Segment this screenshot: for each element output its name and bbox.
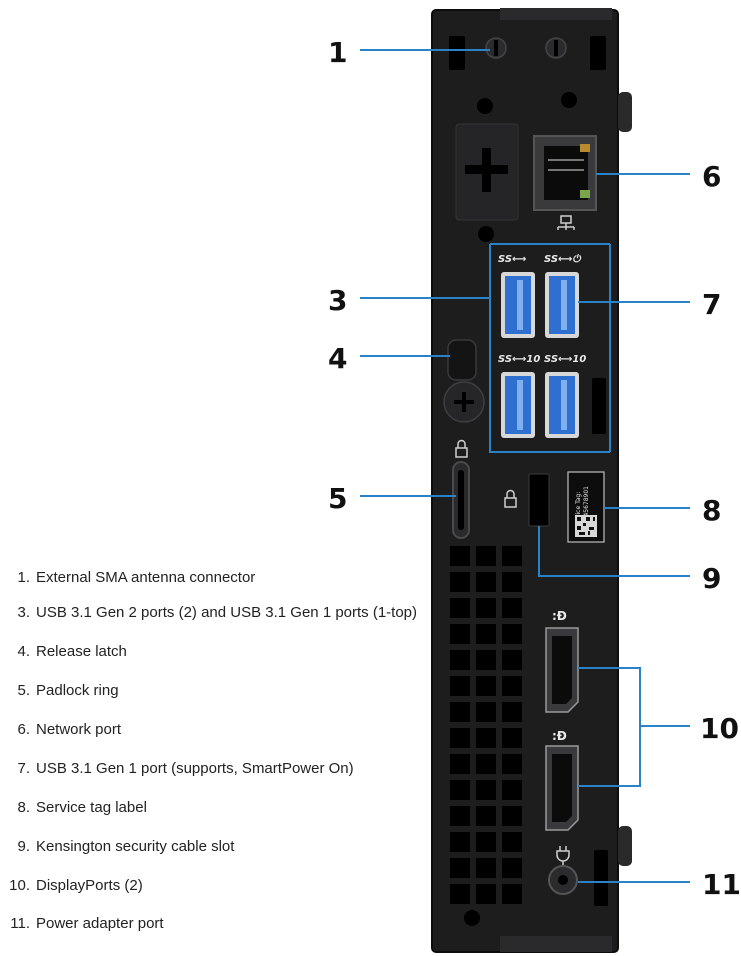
legend-text: External SMA antenna connector: [36, 569, 256, 586]
legend-text: Padlock ring: [36, 682, 119, 699]
legend-text: USB 3.1 Gen 1 port (supports, SmartPower…: [36, 760, 354, 777]
kensington-lock-icon: [504, 489, 517, 508]
network-port: [533, 135, 597, 230]
legend-item: 4. Release latch: [8, 643, 127, 660]
svg-text::Ð: :Ð: [552, 609, 567, 623]
padlock-ring: [452, 439, 470, 539]
callout-11: 11: [702, 868, 741, 901]
legend-num: 8.: [17, 799, 30, 816]
legend-item: 7. USB 3.1 Gen 1 port (supports, SmartPow…: [8, 760, 354, 777]
usb-label-3: SS⟷10: [498, 354, 540, 365]
displayport-1: [545, 627, 579, 713]
legend-num: 3.: [17, 604, 30, 621]
service-tag-number: 12345678901: [583, 486, 590, 528]
usb-label-2: SS⟷⏻: [544, 254, 581, 265]
callout-6: 6: [702, 160, 721, 193]
usb-port-1: [501, 272, 535, 338]
service-tag-label: Service Tag: 12345678901: [567, 471, 605, 543]
legend-num: 1.: [17, 569, 30, 586]
legend-num: 7.: [17, 760, 30, 777]
usb-label-4: SS⟷10: [544, 354, 586, 365]
legend-num: 4.: [17, 643, 30, 660]
legend-text: Network port: [36, 721, 122, 738]
legend-text: USB 3.1 Gen 2 ports (2) and USB 3.1 Gen …: [36, 604, 418, 621]
callout-numbers: 1 6 3 7 4 5 8 9 10 11: [328, 36, 741, 901]
legend-item: 10. DisplayPorts (2): [8, 877, 143, 894]
legend-text: Kensington security cable slot: [36, 838, 235, 855]
expansion-cover-plate: [455, 123, 519, 221]
displayport-2: [545, 745, 579, 831]
callout-7: 7: [702, 288, 721, 321]
displayport-icon: :Ð :Ð: [552, 609, 567, 743]
legend-num: 6.: [17, 721, 30, 738]
padlock-icon: [455, 439, 468, 458]
legend-text: Release latch: [36, 643, 127, 660]
leader-lines: [360, 49, 690, 883]
usb-label-1: SS⟷: [498, 254, 526, 265]
callout-1: 1: [328, 36, 347, 69]
legend-item: 3. USB 3.1 Gen 2 ports (2) and USB 3.1 Ge…: [8, 604, 417, 621]
callout-9: 9: [702, 562, 721, 595]
legend-num: 5.: [17, 682, 30, 699]
callout-3: 3: [328, 284, 347, 317]
leader-10: [578, 667, 690, 787]
legend-num: 10.: [9, 877, 30, 894]
legend-num: 11.: [10, 915, 30, 932]
top-area: [449, 36, 606, 242]
usb-labels: SS⟷ SS⟷⏻ SS⟷10 SS⟷10: [498, 254, 586, 365]
legend-text: Service tag label: [36, 799, 147, 816]
usb-ports: [501, 272, 579, 438]
displayports: :Ð :Ð: [545, 609, 579, 831]
legend-text: Power adapter port: [36, 915, 164, 932]
legend-num: 9.: [17, 838, 30, 855]
legend-item: 9. Kensington security cable slot: [8, 838, 234, 855]
leader-3: [360, 243, 611, 453]
legend-item: 8. Service tag label: [8, 799, 147, 816]
sma-antenna-connector: [485, 37, 507, 59]
power-plug-icon: [556, 846, 570, 865]
usb-port-4: [545, 372, 579, 438]
legend-item: 5. Padlock ring: [8, 682, 119, 699]
release-latch: [443, 339, 485, 423]
sma-antenna-connector-2: [545, 37, 567, 59]
legend-item: 11. Power adapter port: [8, 915, 164, 932]
callout-5: 5: [328, 482, 347, 515]
usb-port-2: [545, 272, 579, 338]
leader-9: [538, 526, 690, 577]
usb-port-3: [501, 372, 535, 438]
callout-4: 4: [328, 342, 347, 375]
callout-8: 8: [702, 494, 721, 527]
power-adapter-port: [548, 846, 578, 895]
svg-text::Ð: :Ð: [552, 729, 567, 743]
legend-text: DisplayPorts (2): [36, 877, 143, 894]
vent-grid: [450, 546, 522, 926]
legend-item: 1. External SMA antenna connector: [8, 569, 255, 586]
service-tag-title: Service Tag:: [575, 492, 582, 528]
legend-item: 6. Network port: [8, 721, 121, 738]
network-icon: [557, 215, 575, 230]
callout-10: 10: [700, 712, 739, 745]
